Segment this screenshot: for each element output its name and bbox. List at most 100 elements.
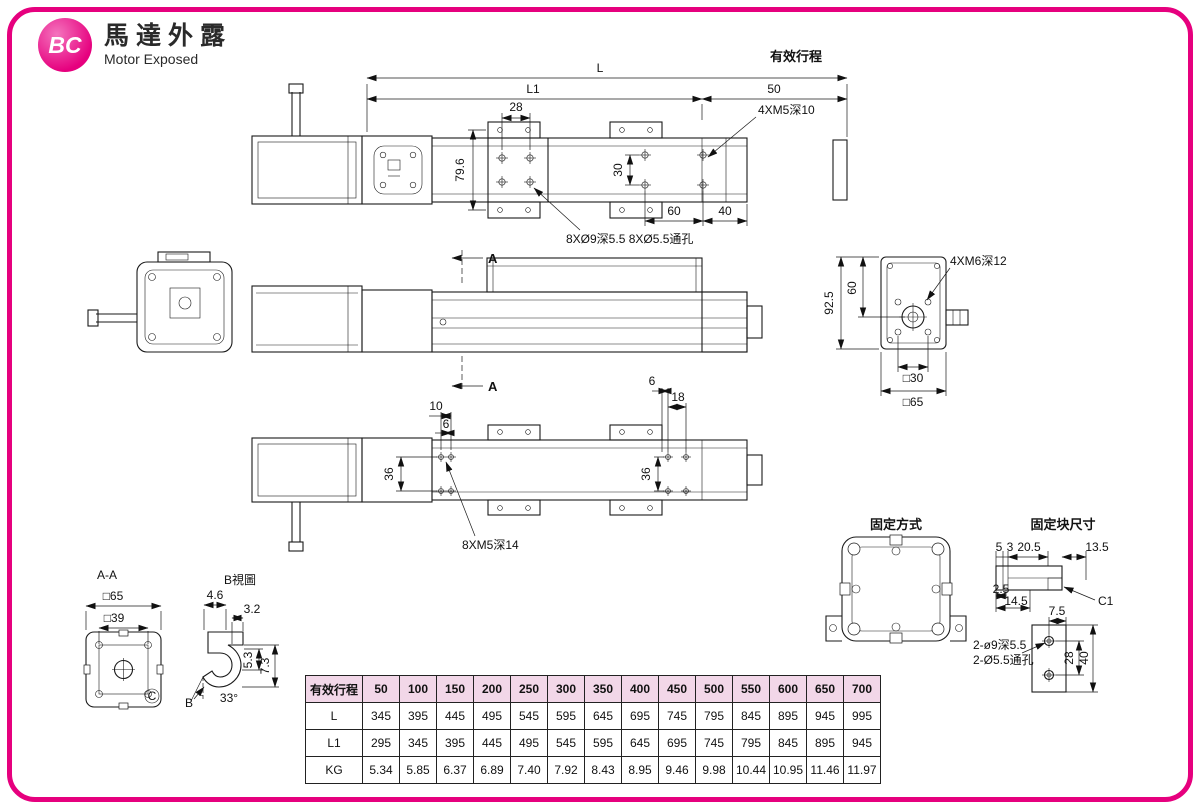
table-header-stroke-value: 400 xyxy=(621,675,659,703)
view-b-title: B視圖 xyxy=(224,572,256,587)
table-cell: 5.34 xyxy=(362,756,400,784)
plan-view xyxy=(251,83,848,219)
table-cell: 645 xyxy=(584,702,622,730)
table-cell: 945 xyxy=(843,729,881,757)
table-cell: 645 xyxy=(621,729,659,757)
right-end-view xyxy=(880,256,969,350)
dim-6-left-label: 6 xyxy=(443,417,450,431)
mount-block-title: 固定块尺寸 xyxy=(1030,517,1095,532)
dim-28-block-label: 28 xyxy=(1062,651,1076,665)
badge-text: BC xyxy=(48,31,82,58)
dim-6-right-label: 6 xyxy=(649,374,656,388)
table-cell: 495 xyxy=(473,702,511,730)
dim-L-label: L xyxy=(597,61,604,75)
table-cell: 9.46 xyxy=(658,756,696,784)
stroke-length-label: 有效行程 xyxy=(770,49,822,64)
table-header-stroke-value: 500 xyxy=(695,675,733,703)
table-row-label: KG xyxy=(305,756,363,784)
table-cell: 11.97 xyxy=(843,756,881,784)
table-cell: 795 xyxy=(732,729,770,757)
table-header-stroke-value: 300 xyxy=(547,675,585,703)
table-header-stroke-value: 100 xyxy=(399,675,437,703)
dim-36-left-label: 36 xyxy=(382,467,396,481)
dim-50-label: 50 xyxy=(767,82,781,96)
table-row-label: L1 xyxy=(305,729,363,757)
dim-10-label: 10 xyxy=(429,399,443,413)
table-cell: 795 xyxy=(695,702,733,730)
dim-4-6-label: 4.6 xyxy=(207,588,224,602)
table-cell: 395 xyxy=(399,702,437,730)
dim-13-5-label: 13.5 xyxy=(1085,540,1109,554)
dim-3-label: 3 xyxy=(1007,540,1014,554)
table-cell: 545 xyxy=(547,729,585,757)
dim-33-label: 33° xyxy=(220,691,238,705)
dim-60-end-label: 60 xyxy=(845,281,859,295)
table-cell: 9.98 xyxy=(695,756,733,784)
dim-18-label: 18 xyxy=(671,390,685,404)
dim-5-label: 5 xyxy=(996,540,1003,554)
dim-sq65-aa-label: □65 xyxy=(103,589,124,603)
table-header-stroke-value: 50 xyxy=(362,675,400,703)
table-cell: 395 xyxy=(436,729,474,757)
table-header-stroke-value: 150 xyxy=(436,675,474,703)
dim-60-label: 60 xyxy=(667,204,681,218)
view-b-arrow-label: B xyxy=(185,696,193,710)
table-cell: 895 xyxy=(806,729,844,757)
table-header-stroke-value: 200 xyxy=(473,675,511,703)
table-header-stroke-value: 450 xyxy=(658,675,696,703)
c1-label: C1 xyxy=(1098,594,1114,608)
bottom-dimensions: 10 6 36 6 18 36 8XM5深14 xyxy=(382,374,687,552)
header: BC 馬達外露 Motor Exposed xyxy=(38,18,232,72)
table-cell: 10.44 xyxy=(732,756,770,784)
dim-sq65-label: □65 xyxy=(903,395,924,409)
table-cell: 745 xyxy=(658,702,696,730)
table-cell: 7.40 xyxy=(510,756,548,784)
dim-sq30-label: □30 xyxy=(903,371,924,385)
table-cell: 745 xyxy=(695,729,733,757)
right-end-dimensions: 92.5 60 □30 □65 4XM6深12 xyxy=(822,254,1007,409)
table-cell: 695 xyxy=(658,729,696,757)
plan-dimensions: L 有效行程 L1 50 28 79.6 30 60 40 4XM5深10 8X… xyxy=(366,49,848,246)
dim-sq39-aa-label: □39 xyxy=(104,611,125,625)
note-8x-holes-label: 8XØ9深5.5 8XØ5.5通孔 xyxy=(566,232,693,246)
section-a-label-top: A xyxy=(488,251,498,266)
table-cell: 345 xyxy=(399,729,437,757)
page-title: 馬達外露 xyxy=(104,22,233,51)
dim-7-3-label: 7.3 xyxy=(258,657,272,674)
table-cell: 345 xyxy=(362,702,400,730)
table-cell: 545 xyxy=(510,702,548,730)
mount-method-title: 固定方式 xyxy=(870,517,922,532)
table-header-stroke-value: 250 xyxy=(510,675,548,703)
section-aa: A-A □65 □39 C xyxy=(83,568,164,710)
datum-c-label: C xyxy=(148,689,157,703)
table-header-stroke-value: 550 xyxy=(732,675,770,703)
page-subtitle: Motor Exposed xyxy=(104,50,199,67)
dim-36-right-label: 36 xyxy=(639,467,653,481)
table-cell: 445 xyxy=(473,729,511,757)
table-cell: 595 xyxy=(584,729,622,757)
note-8xm5-label: 8XM5深14 xyxy=(462,538,519,552)
table-cell: 445 xyxy=(436,702,474,730)
view-b: B視圖 33° B 4.6 3.2 5.3 7.3 xyxy=(185,572,279,710)
dim-3-2-label: 3.2 xyxy=(244,602,261,616)
table-cell: 845 xyxy=(769,729,807,757)
table-cell: 595 xyxy=(547,702,585,730)
dim-40-label: 40 xyxy=(718,204,732,218)
dim-30-label: 30 xyxy=(611,163,625,177)
table-cell: 845 xyxy=(732,702,770,730)
table-cell: 6.37 xyxy=(436,756,474,784)
side-view: A A xyxy=(87,250,763,394)
table-cell: 295 xyxy=(362,729,400,757)
table-cell: 945 xyxy=(806,702,844,730)
title-block: 馬達外露 Motor Exposed xyxy=(104,23,232,67)
dim-20-5-label: 20.5 xyxy=(1017,540,1041,554)
dim-92-5-label: 92.5 xyxy=(822,291,836,315)
table-header-stroke-value: 600 xyxy=(769,675,807,703)
note-4xm6-label: 4XM6深12 xyxy=(950,254,1007,268)
section-a-label-bottom: A xyxy=(488,379,498,394)
